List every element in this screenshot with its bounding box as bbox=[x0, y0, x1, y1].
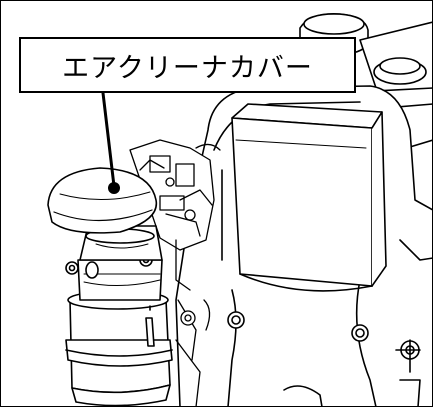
carburetor-linkage bbox=[129, 139, 221, 407]
callout-label-box: エアクリーナカバー bbox=[19, 37, 356, 93]
air-cleaner-assembly bbox=[47, 167, 173, 407]
callout-label-text: エアクリーナカバー bbox=[62, 52, 313, 84]
callout-leader bbox=[101, 91, 120, 194]
engine-cover-box bbox=[231, 103, 387, 292]
